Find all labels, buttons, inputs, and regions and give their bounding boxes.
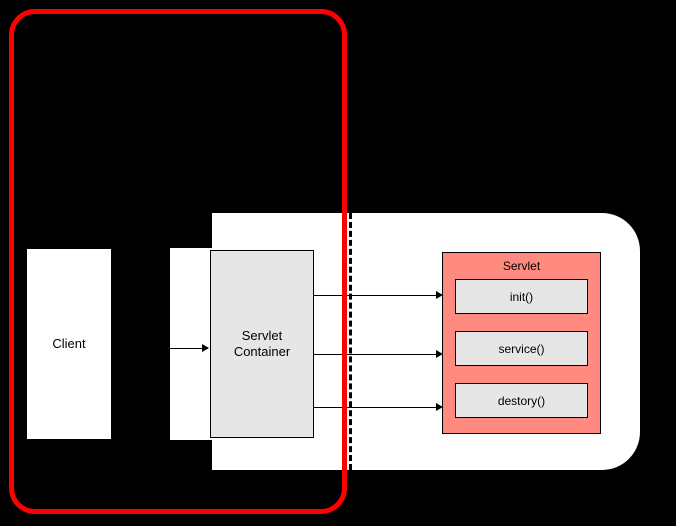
servlet-node[interactable]: Servlet init() service() destory() [442, 252, 601, 434]
servlet-method-init[interactable]: init() [455, 279, 588, 314]
client-node[interactable]: Client [26, 248, 112, 440]
servlet-title: Servlet [502, 259, 541, 273]
container-to-service-line [314, 354, 438, 355]
servlet-container-node[interactable]: Servlet Container [210, 250, 314, 438]
container-to-init-arrowhead [436, 291, 443, 299]
container-to-init-line [314, 295, 438, 296]
container-to-destory-line [314, 407, 438, 408]
servlet-container-label: Servlet Container [234, 328, 290, 361]
servlet-method-destory[interactable]: destory() [455, 383, 588, 418]
container-to-destory-arrowhead [436, 403, 443, 411]
servlet-container-label-line1: Servlet [241, 327, 283, 343]
servlet-method-service[interactable]: service() [455, 331, 588, 366]
servlet-container-label-line2: Container [233, 344, 291, 359]
container-to-service-arrowhead [436, 350, 443, 358]
boundary-divider [349, 213, 352, 470]
occlusion-mask-top [112, 0, 212, 248]
client-label: Client [52, 336, 86, 352]
occlusion-mask-bottom [112, 440, 212, 526]
client-to-container-arrowhead [202, 344, 209, 352]
